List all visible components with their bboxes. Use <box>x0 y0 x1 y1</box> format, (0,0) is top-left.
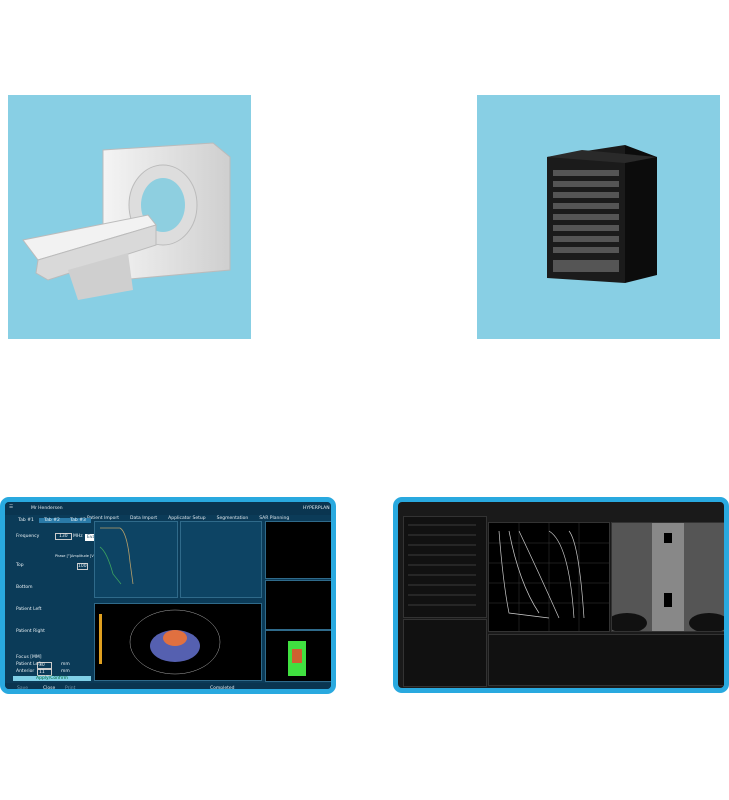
tab-sar-planning[interactable]: SAR Planning <box>259 516 290 521</box>
footer-bar: Save Close Print Completed <box>5 683 331 691</box>
menu-icon[interactable]: ☰ <box>9 505 14 510</box>
dose-chart <box>94 521 178 598</box>
ct-coronal-view <box>607 522 724 633</box>
amplitude-header: Amplitude [V] <box>71 554 96 558</box>
top-bar: ☰ Mr Hendersen Patient Import Data Import… <box>5 502 331 541</box>
phase-header: Phase [°] <box>55 554 72 558</box>
focus-left-input[interactable]: 30 <box>37 662 52 669</box>
stats-table <box>180 521 262 598</box>
group-patient-left: Patient Left <box>16 607 42 612</box>
apply-button[interactable]: Apply/Confirm <box>13 676 91 681</box>
user-name: Mr Hendersen <box>31 506 63 511</box>
tab-data-import[interactable]: Data Import <box>130 516 158 521</box>
dose-evaluation-screenshot <box>393 497 729 693</box>
focus-left-label: Patient Left <box>16 662 42 667</box>
tab-applicator-setup[interactable]: Applicator Setup <box>168 516 206 521</box>
amplitude-input[interactable]: 100 <box>77 563 88 570</box>
brand-logo: HYPERPLAN <box>303 506 330 511</box>
dose-statistics-table <box>488 634 724 686</box>
focus-anterior-input[interactable]: 11 <box>37 669 52 676</box>
ct-scanner-image <box>8 95 251 339</box>
frequency-unit: MHz <box>73 534 83 539</box>
group-patient-right: Patient Right <box>16 629 45 634</box>
subtab-2[interactable]: Tab #2 <box>39 518 65 523</box>
control-panel: Tab #1 Tab #2 Tab #3 Frequency 130 MHz P… <box>13 518 95 683</box>
group-top: Top <box>16 563 24 568</box>
frequency-input[interactable]: 130 <box>55 533 72 540</box>
subtab-1[interactable]: Tab #1 <box>18 518 34 523</box>
structure-list <box>403 619 487 687</box>
focus-anterior-label: Anterior <box>16 669 35 674</box>
axial-view <box>94 603 262 681</box>
structure-sliders-panel <box>403 516 487 618</box>
sagittal-view <box>265 521 331 579</box>
frequency-label: Frequency <box>16 534 40 539</box>
tab-patient-import[interactable]: Patient Import <box>87 516 120 521</box>
3d-view <box>265 630 331 682</box>
dvh-chart <box>488 522 610 632</box>
print-button[interactable]: Print <box>65 686 76 691</box>
server-rack-image <box>477 95 720 339</box>
tab-segmentation[interactable]: Segmentation <box>216 516 249 521</box>
save-button[interactable]: Save <box>17 686 29 691</box>
focus-left-unit: mm <box>61 662 70 667</box>
close-button[interactable]: Close <box>43 686 56 691</box>
coronal-view <box>265 580 331 630</box>
focus-label: Focus [MM] <box>16 655 42 660</box>
group-bottom: Bottom <box>16 585 33 590</box>
focus-anterior-unit: mm <box>61 669 70 674</box>
status-text: Completed <box>210 686 235 691</box>
subtab-3[interactable]: Tab #3 <box>65 518 91 523</box>
hyperthermia-planning-screenshot: ☰ Mr Hendersen Patient Import Data Import… <box>0 497 336 694</box>
